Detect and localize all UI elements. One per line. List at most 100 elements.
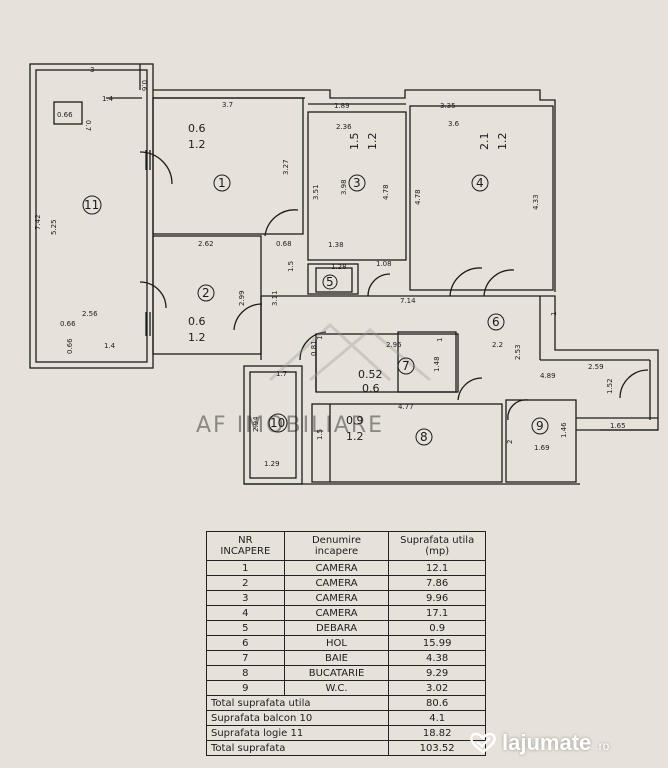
dimension-label: 1.48	[433, 356, 441, 372]
total-value: 4.1	[388, 710, 486, 726]
dimension-label: 2.99	[238, 290, 246, 306]
cell-area: 9.96	[388, 590, 486, 606]
room-number-2: 2	[202, 286, 210, 300]
room-number-6: 6	[492, 315, 500, 329]
dimension-label: 1.69	[534, 444, 550, 452]
dimension-label: 2.53	[514, 344, 522, 360]
window-label-2a: 0.6	[188, 315, 206, 328]
total-label: Suprafata balcon 10	[205, 710, 390, 726]
cell-area: 17.1	[388, 605, 486, 621]
dimension-label: 3.11	[271, 290, 279, 306]
cell-id: 5	[206, 620, 285, 636]
dimension-label: 1.46	[560, 422, 568, 438]
window-label-7a: 0.52	[358, 368, 383, 381]
dimension-label: 2.59	[588, 363, 604, 371]
dimension-label: 1.4	[104, 342, 116, 350]
dimension-label: 4.33	[532, 194, 540, 210]
cell-id: 1	[206, 560, 285, 576]
room-number-4: 4	[476, 176, 484, 190]
dimension-label: 4.77	[398, 403, 414, 411]
dimension-label: 2	[506, 440, 514, 444]
cell-id: 4	[206, 605, 285, 621]
header-area: Suprafata utila(mp)	[388, 531, 486, 561]
cell-name: BUCATARIE	[283, 665, 390, 681]
dimension-label: 7.14	[400, 297, 416, 305]
brand-logo: lajumate.ro	[468, 728, 609, 758]
room-number-3: 3	[353, 176, 361, 190]
dimension-label: 3.98	[340, 179, 348, 195]
dimension-label: 4.78	[382, 184, 390, 200]
window-label-8a: 0.9	[346, 414, 364, 427]
dimension-label: 3	[90, 66, 94, 74]
window-label-2b: 1.2	[188, 331, 206, 344]
cell-area: 0.9	[388, 620, 486, 636]
total-label: Suprafata logie 11	[205, 725, 390, 741]
window-label-8b: 1.2	[346, 430, 364, 443]
dimension-label: 2.94	[252, 416, 260, 432]
cell-id: 6	[206, 635, 285, 651]
window-label-7b: 0.6	[362, 382, 380, 395]
dimension-label: 2.36	[336, 123, 352, 131]
window-label-3a: 1.5	[348, 133, 361, 151]
dimension-label: 1.89	[334, 102, 350, 110]
dimension-label: 1.7	[276, 370, 287, 378]
total-value: 103.52	[388, 740, 486, 756]
cell-name: CAMERA	[283, 575, 390, 591]
cell-area: 4.38	[388, 650, 486, 666]
dimension-label: 1	[436, 338, 444, 342]
brand-tld: .ro	[595, 739, 610, 753]
dimension-label: 2.56	[82, 310, 98, 318]
dimension-label: 1.08	[376, 260, 392, 268]
brand-name: lajumate	[502, 730, 592, 755]
cell-id: 3	[206, 590, 285, 606]
cell-area: 7.86	[388, 575, 486, 591]
window-label-4a: 2.1	[478, 133, 491, 151]
dimension-label: 2.2	[492, 341, 503, 349]
dimension-label: 4.89	[540, 372, 556, 380]
dimension-label: 0.66	[66, 338, 74, 354]
dimension-label: 5.25	[50, 219, 58, 235]
window-label-4b: 1.2	[496, 133, 509, 151]
dimension-label: 0.66	[60, 320, 76, 328]
cell-name: HOL	[283, 635, 390, 651]
dimension-label: 1.65	[610, 422, 626, 430]
dimension-label: 3.6	[448, 120, 460, 128]
dimension-label: 1	[316, 336, 324, 340]
cell-area: 12.1	[388, 560, 486, 576]
cell-id: 8	[206, 665, 285, 681]
room-number-10: 10	[270, 416, 285, 430]
floor-plan: AF IMOBILIARE 1 2 3 4 5 6 7 8 9 10 11 0.…	[29, 63, 659, 485]
cell-name: W.C.	[283, 680, 390, 696]
cell-id: 2	[206, 575, 285, 591]
dimension-label: 1.4	[102, 95, 114, 103]
dimension-label: 2.62	[198, 240, 214, 248]
cell-area: 15.99	[388, 635, 486, 651]
cell-id: 9	[206, 680, 285, 696]
room-number-5: 5	[326, 275, 334, 289]
room-number-8: 8	[420, 430, 428, 444]
dimension-label: 0.6	[140, 80, 148, 92]
dimension-label: 0.81	[310, 340, 318, 356]
window-label-1b: 1.2	[188, 138, 206, 151]
dimension-label: 1.38	[328, 241, 344, 249]
cell-area: 3.02	[388, 680, 486, 696]
room-number-7: 7	[402, 359, 410, 373]
room-number-9: 9	[536, 419, 544, 433]
heart-check-icon	[470, 732, 496, 754]
dimension-label: 3.35	[440, 102, 456, 110]
window-label-1a: 0.6	[188, 122, 206, 135]
total-value: 80.6	[388, 695, 486, 711]
dimension-label: 1.29	[264, 460, 280, 468]
